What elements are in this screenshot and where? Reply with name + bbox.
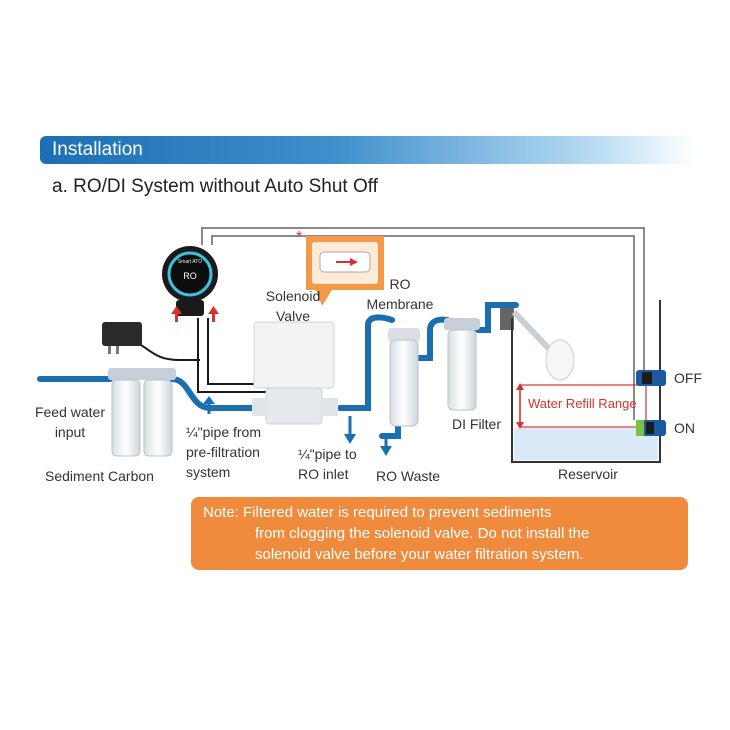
di-filter bbox=[444, 318, 480, 411]
solenoid-wire-2 bbox=[207, 318, 268, 385]
arrow-prefilter bbox=[203, 396, 215, 404]
sensor-cable-on bbox=[211, 235, 635, 420]
solenoid-label-line1: Solenoid bbox=[265, 288, 321, 304]
banner-title: Installation bbox=[52, 139, 143, 160]
note-box: Note: Filtered water is required to prev… bbox=[191, 497, 688, 570]
installation-banner: Installation bbox=[40, 136, 695, 164]
smart-ato-controller bbox=[162, 246, 218, 316]
power-adapter bbox=[102, 322, 142, 354]
controller-screen-text: RO bbox=[183, 271, 197, 281]
sediment-carbon-filters bbox=[108, 368, 176, 457]
solenoid-valve bbox=[252, 321, 338, 425]
note-line2: from clogging the solenoid valve. Do not… bbox=[255, 525, 590, 542]
solenoid-wire-1 bbox=[197, 318, 268, 393]
feed-water-line1: Feed water bbox=[34, 404, 106, 420]
ro-inlet-pipe-line1: ¼"pipe to bbox=[298, 446, 357, 462]
callout-asterisk: * bbox=[296, 229, 303, 246]
on-label: ON bbox=[674, 420, 695, 436]
valve-callout bbox=[306, 236, 384, 306]
ro-inlet-pipe-label: ¼"pipe to RO inlet bbox=[298, 444, 357, 484]
note-line1: Note: Filtered water is required to prev… bbox=[203, 504, 552, 521]
reservoir-label: Reservoir bbox=[558, 466, 618, 482]
off-label: OFF bbox=[674, 370, 702, 386]
ro-inlet-pipe-line2: RO inlet bbox=[298, 466, 349, 482]
page-subtitle: a. RO/DI System without Auto Shut Off bbox=[52, 176, 378, 197]
ro-membrane-label: RO Membrane bbox=[360, 274, 440, 314]
solenoid-label-line2: Valve bbox=[276, 308, 310, 324]
ro-membrane-label-line2: Membrane bbox=[366, 296, 434, 312]
water-refill-range-label: Water Refill Range bbox=[528, 396, 637, 411]
ro-membrane-label-line1: RO bbox=[389, 276, 411, 292]
solenoid-valve-label: Solenoid Valve bbox=[258, 286, 328, 326]
prefilter-pipe-line1: ¼"pipe from bbox=[186, 424, 262, 440]
prefilter-pipe-line2: pre-filtration bbox=[186, 444, 260, 460]
ro-membrane bbox=[388, 328, 420, 427]
sensor-on bbox=[636, 420, 666, 436]
arrow-ro-inlet-head bbox=[344, 434, 356, 444]
feed-water-line2: input bbox=[54, 424, 86, 440]
feed-water-label: Feed water input bbox=[28, 402, 112, 442]
sediment-carbon-label: Sediment Carbon bbox=[45, 468, 154, 484]
prefilter-pipe-label: ¼"pipe from pre-filtration system bbox=[186, 422, 261, 482]
float-valve bbox=[500, 308, 575, 381]
di-filter-label: DI Filter bbox=[452, 416, 501, 432]
controller-arrows bbox=[171, 306, 219, 322]
sensor-cable-off bbox=[201, 227, 645, 370]
arrow-ro-waste-head bbox=[380, 446, 392, 456]
reservoir-tank bbox=[511, 300, 661, 463]
water-refill-range-marker bbox=[516, 383, 647, 429]
sensor-off bbox=[636, 370, 666, 386]
ro-waste-label: RO Waste bbox=[376, 468, 441, 484]
note-line3: solenoid valve before your water filtrat… bbox=[255, 546, 584, 563]
controller-brand: Smart ATO bbox=[178, 259, 202, 265]
prefilter-pipe-line3: system bbox=[186, 464, 231, 480]
